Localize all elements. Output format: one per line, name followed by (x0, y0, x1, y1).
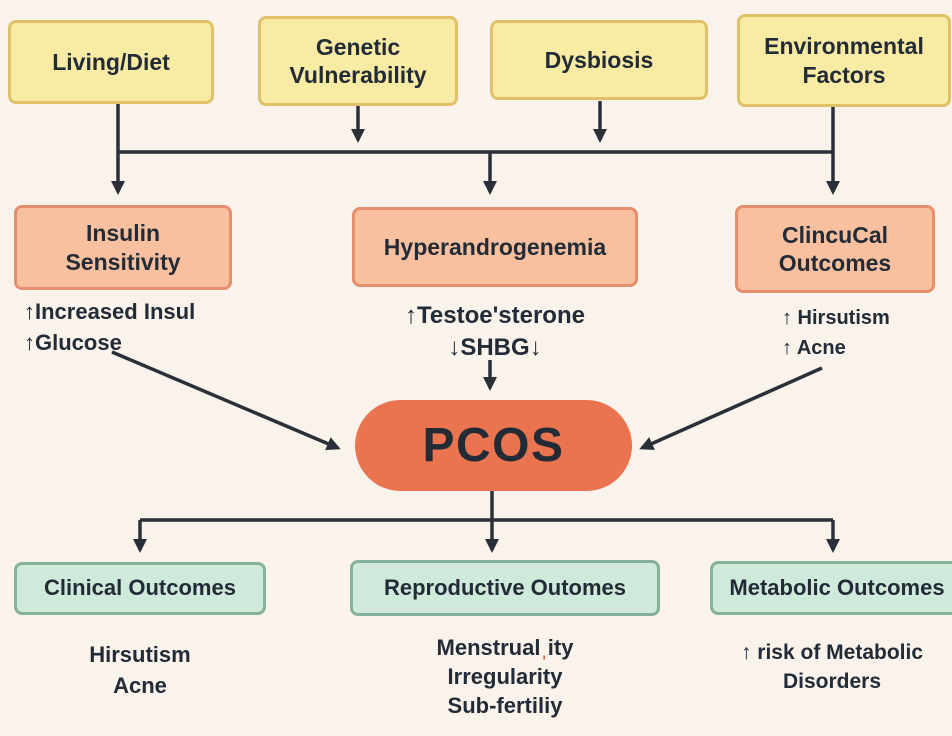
box-reproductive-outcomes-label: Reproductive Outomes (383, 574, 627, 600)
box-genetic-vulnerability-label: Genetic Vulnerability (289, 33, 427, 88)
box-hyperandrogenemia-label: Hyperandrogenemia (383, 233, 607, 260)
box-clinical-outcomes-label: Clinical Outcomes (44, 575, 236, 601)
reproductive-outcomes-note-line-3: Sub-fertiliy (447, 693, 563, 719)
insulin-note-line-2: ↑Glucose (24, 329, 122, 355)
insulin-note: ↑Increased Insul ↑Glucose (24, 297, 264, 359)
box-environmental-factors: Environmental Factors (737, 14, 951, 107)
reproductive-outcomes-note-line-2: Irregularity (447, 664, 563, 690)
reproductive-outcomes-note-line-1: Menstrualˌity (340, 633, 670, 662)
clinical-outcomes-note-line-1: Hirsutism (89, 642, 191, 667)
hyperandrogenemia-note-line-1: ↑Testoe'sterone (405, 302, 585, 329)
clinical-note-line-2: ↑ Acne (782, 337, 846, 359)
box-clincucal-outcomes-label: ClincuCal Outcomes (778, 221, 892, 276)
insulin-note-line-1: ↑Increased Insul (24, 299, 196, 324)
box-metabolic-outcomes-label: Metabolic Outcomes (729, 574, 945, 600)
box-clincucal-outcomes: ClincuCal Outcomes (735, 205, 935, 293)
clinical-outcomes-note-line-2: Acne (113, 672, 167, 698)
box-genetic-vulnerability: Genetic Vulnerability (258, 16, 458, 106)
box-insulin-sensitivity: Insulin Sensitivity (14, 205, 232, 290)
clinical-note: ↑ Hirsutism ↑ Acne (782, 303, 942, 363)
box-insulin-sensitivity-label: Insulin Sensitivity (65, 220, 181, 275)
box-hyperandrogenemia: Hyperandrogenemia (352, 207, 638, 287)
box-living-diet: Living/Diet (8, 20, 214, 104)
clinical-note-line-1: ↑ Hirsutism (782, 307, 890, 329)
box-living-diet-label: Living/Diet (52, 48, 170, 75)
pcos-node: PCOS (355, 400, 632, 491)
box-reproductive-outcomes: Reproductive Outomes (350, 560, 660, 616)
arrow-clinical-to-pcos (639, 366, 823, 450)
arrow-insulin-to-pcos (111, 350, 341, 451)
metabolic-outcomes-note-line-2: Disorders (782, 670, 882, 694)
menstrual-text: Menstrual (436, 635, 541, 660)
hyperandrogenemia-note-line-2: ↓SHBG↓ (448, 334, 542, 362)
hyperandrogenemia-note: ↑Testoe'sterone ↓SHBG↓ (352, 300, 638, 365)
clinical-outcomes-note: Hirsutism Acne (14, 640, 266, 702)
box-metabolic-outcomes: Metabolic Outcomes (710, 561, 952, 615)
box-environmental-factors-label: Environmental Factors (764, 33, 924, 88)
box-dysbiosis-label: Dysbiosis (544, 46, 654, 73)
reproductive-outcomes-note: Menstrualˌity Irregularity Sub-fertiliy (340, 633, 670, 720)
box-clinical-outcomes: Clinical Outcomes (14, 562, 266, 615)
red-mark: ˌ (540, 635, 548, 660)
pcos-label: PCOS (422, 419, 565, 472)
metabolic-outcomes-note-line-1: ↑ risk of Metabolic (740, 641, 924, 664)
ity-text: ity (547, 635, 574, 660)
box-dysbiosis: Dysbiosis (490, 20, 708, 100)
metabolic-outcomes-note: ↑ risk of Metabolic Disorders (712, 638, 952, 697)
